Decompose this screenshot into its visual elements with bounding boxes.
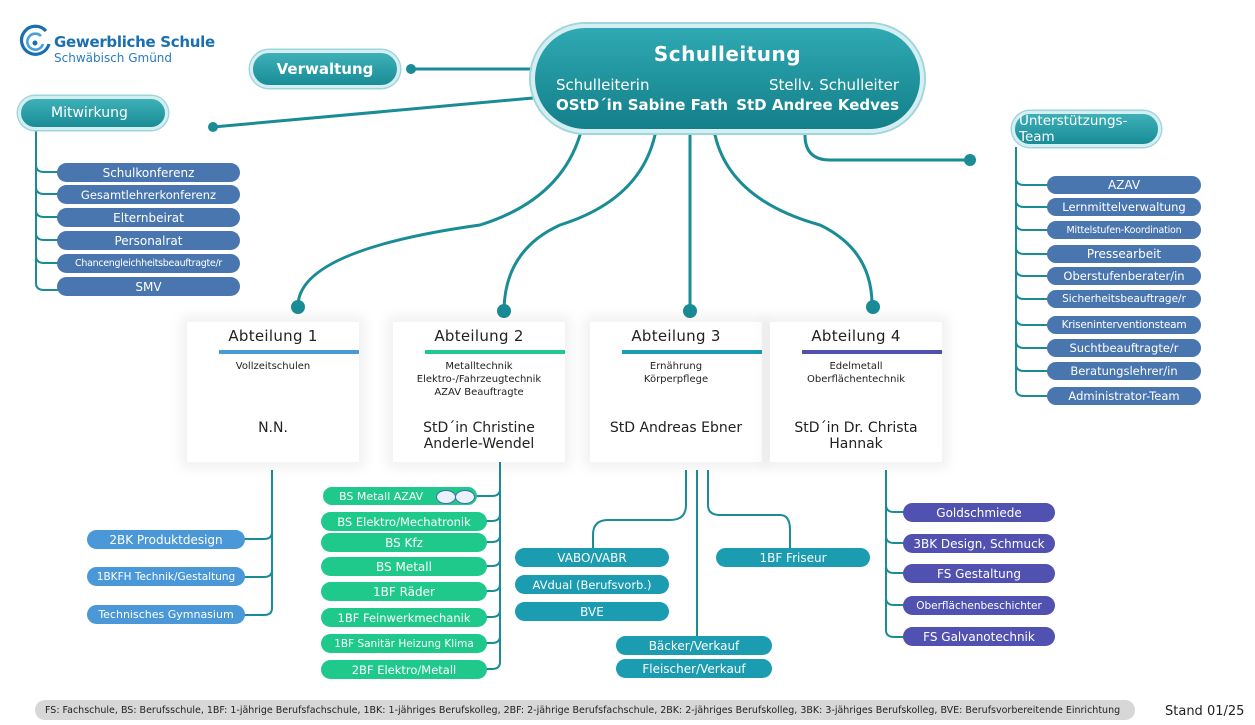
unterstuetzung-item[interactable]: AZAV	[1047, 176, 1201, 194]
unterstuetzung-item[interactable]: Mittelstufen-Koordination	[1047, 221, 1201, 239]
school-logo-icon	[19, 24, 51, 56]
mitwirkung-item[interactable]: Gesamtlehrerkonferenz	[57, 185, 240, 204]
abteilung-3-item[interactable]: Fleischer/Verkauf	[616, 659, 772, 678]
school-city: Schwäbisch Gmünd	[54, 51, 173, 65]
abbreviations-legend: FS: Fachschule, BS: Berufsschule, 1BF: 1…	[35, 700, 1135, 720]
abteilung-2-item[interactable]: 1BF Sanitär Heizung Klima	[321, 634, 487, 653]
mitwirkung-item[interactable]: Schulkonferenz	[57, 163, 240, 182]
schulleiterin-role: Schulleiterin	[556, 76, 650, 94]
abteilung-2-item[interactable]: BS Elektro/Mechatronik	[321, 512, 487, 531]
stand-date: Stand 01/25	[1165, 704, 1245, 719]
unterstuetzung-item[interactable]: Krisenintervention­steam	[1047, 316, 1201, 334]
abteilung-2-item[interactable]: BS Metall	[321, 557, 487, 576]
abteilung-2-item[interactable]: 2BF Elektro/Metall	[321, 660, 487, 679]
mitwirkung-item[interactable]: SMV	[57, 277, 240, 296]
stellv-schulleiter-name: StD Andree Kedves	[736, 96, 899, 114]
abteilung-2-item[interactable]: 1BF Feinwerkmechanik	[321, 608, 487, 627]
abteilung-3-item[interactable]: AVdual (Berufsvorb.)	[515, 575, 669, 594]
abteilung-1-desc: Vollzeitschulen	[235, 361, 311, 372]
unterstuetzungs-team-box[interactable]: Unterstützungs-Team	[1012, 111, 1161, 147]
schulleitung-box[interactable]: Schulleitung Schulleiterin OStD´in Sabin…	[531, 24, 924, 133]
abteilung-3-item[interactable]: Bäcker/Verkauf	[616, 636, 772, 655]
mitwirkung-box[interactable]: Mitwirkung	[18, 96, 168, 130]
abteilung-4-title: Abteilung 4	[811, 327, 901, 345]
abteilung-4-item[interactable]: FS Gestaltung	[903, 564, 1055, 583]
abteilung-2-item[interactable]: BS Kfz	[321, 533, 487, 552]
abteilung-1-item[interactable]: 2BK Produktdesign	[87, 530, 245, 549]
abteilung-3-bar	[622, 350, 762, 354]
unterstuetzung-item[interactable]: Administrator-Team	[1047, 387, 1201, 405]
abteilung-4-item[interactable]: Goldschmiede	[903, 503, 1055, 522]
mitwirkung-item[interactable]: Personalrat	[57, 231, 240, 250]
mitwirkung-item[interactable]: Elternbeirat	[57, 208, 240, 227]
schulleiterin-name: OStD´in Sabine Fath	[556, 96, 728, 114]
abteilung-3-head: StD Andreas Ebner	[609, 420, 743, 436]
abteilung-2-title: Abteilung 2	[434, 327, 524, 345]
abteilung-1-title: Abteilung 1	[228, 327, 318, 345]
azav-certificate-icon	[455, 490, 475, 504]
abteilung-3-item[interactable]: BVE	[515, 602, 669, 621]
school-name: Gewerbliche Schule	[54, 33, 215, 51]
unterstuetzung-item[interactable]: Sicherheitsbeauftrage/r	[1047, 290, 1201, 308]
abteilung-1-head: N.N.	[258, 420, 288, 436]
schulleitung-title: Schulleitung	[653, 42, 802, 66]
unterstuetzung-item[interactable]: Suchtbeauftragte/r	[1047, 339, 1201, 357]
abteilung-4-item[interactable]: FS Galvanotechnik	[903, 627, 1055, 646]
abteilung-1-item[interactable]: 1BKFH Technik/Gestaltung	[87, 567, 245, 586]
unterstuetzung-item[interactable]: Oberstufenberater/in	[1047, 267, 1201, 285]
abteilung-1-bar	[219, 350, 359, 354]
abteilung-3-item[interactable]: VABO/VABR	[515, 548, 669, 567]
stellv-schulleiter-role: Stellv. Schulleiter	[768, 76, 899, 94]
abteilung-4-bar	[802, 350, 942, 354]
abteilung-3-title: Abteilung 3	[631, 327, 721, 345]
mitwirkung-item[interactable]: Chancengleichheitsbeauftragte/r	[57, 254, 240, 273]
unterstuetzung-item[interactable]: Lernmittelverwaltung	[1047, 198, 1201, 216]
abteilung-1-item[interactable]: Technisches Gymnasium	[87, 605, 245, 624]
verwaltung-box[interactable]: Verwaltung	[250, 50, 400, 88]
abteilung-3-item[interactable]: 1BF Friseur	[716, 548, 870, 567]
unterstuetzung-item[interactable]: Pressearbeit	[1047, 245, 1201, 263]
abteilung-2-bar	[425, 350, 565, 354]
abteilung-2-item[interactable]: 1BF Räder	[321, 582, 487, 601]
unterstuetzung-item[interactable]: Beratungslehrer/in	[1047, 362, 1201, 380]
abteilung-4-item[interactable]: 3BK Design, Schmuck	[903, 534, 1055, 553]
abteilung-1-card[interactable]: Abteilung 1 Vollzeitschulen N.N.	[187, 322, 359, 462]
abteilung-4-item[interactable]: Oberflächenbeschichter	[903, 596, 1055, 615]
azav-certificate-icon	[436, 490, 456, 504]
